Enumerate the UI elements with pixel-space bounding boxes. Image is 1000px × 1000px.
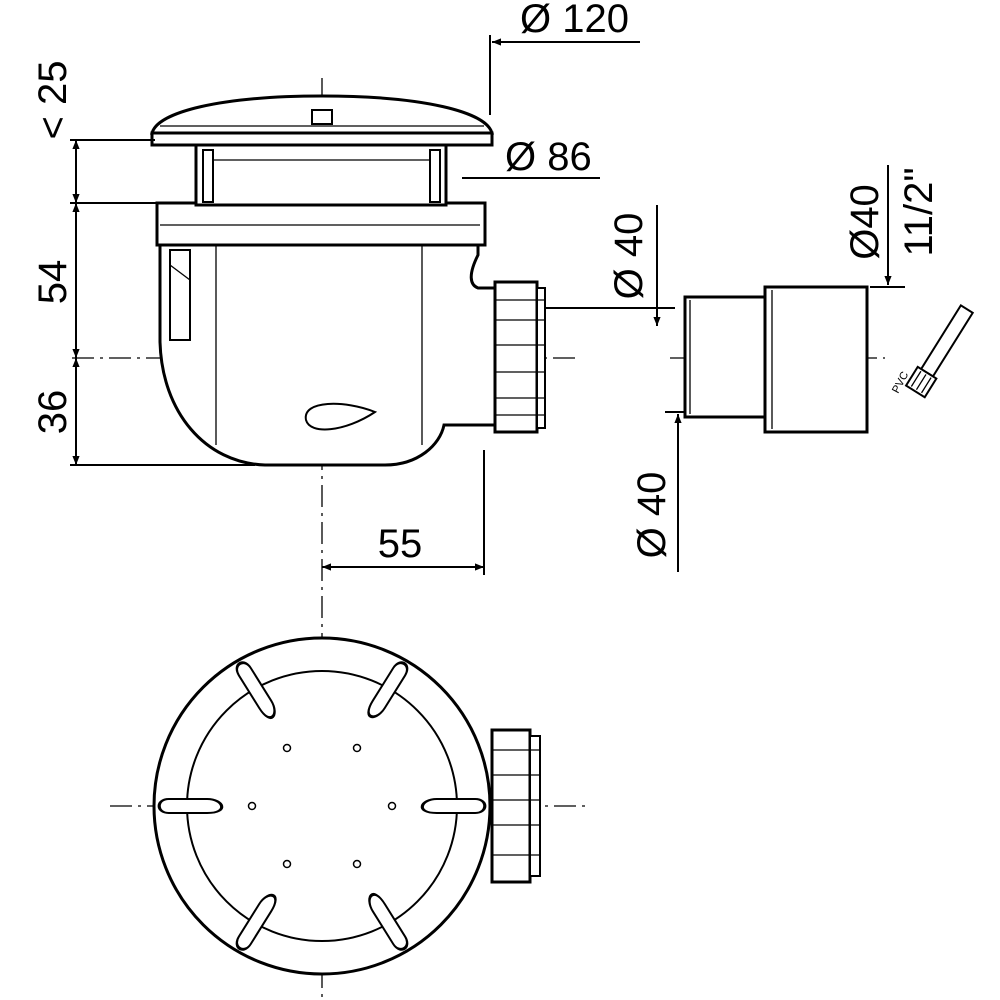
trap-bowl xyxy=(158,223,497,467)
adapter-diameter-label: Ø40 xyxy=(843,184,887,260)
mount-hole xyxy=(352,859,362,869)
riser-screw-right xyxy=(429,149,441,203)
adapter-bottom-diameter-label: Ø 40 xyxy=(630,472,674,559)
pvc-brush: PVC xyxy=(890,304,975,399)
pipe-adapter xyxy=(683,285,869,434)
dimension-labels: Ø 120 Ø 86 55 < 25 54 36 Ø 40 Ø 40 Ø40 1… xyxy=(31,0,941,566)
adapter-top-diameter-label: Ø 40 xyxy=(607,213,651,300)
outlet-nut xyxy=(493,280,539,434)
mount-hole xyxy=(247,801,257,811)
adapter-small-section xyxy=(683,295,767,419)
plan-slot-left xyxy=(157,798,224,814)
body-diameter-label: Ø 86 xyxy=(505,135,592,179)
brush-handle xyxy=(919,304,975,378)
riser-screw-left xyxy=(202,149,214,203)
plan-inner-circle xyxy=(186,670,458,942)
body-height-label: 54 xyxy=(31,260,75,305)
bristle-line xyxy=(915,374,927,391)
plan-slot-bottom-left xyxy=(235,893,277,951)
lift-height-label: < 25 xyxy=(31,61,75,140)
bristle-line xyxy=(920,377,932,394)
plan-outlet-nut-edge xyxy=(529,735,541,877)
plan-mount-holes xyxy=(247,743,397,869)
adapter-large-section xyxy=(763,285,869,434)
plan-slot-right xyxy=(420,798,487,814)
mount-hole xyxy=(282,859,292,869)
outlet-nut-edge xyxy=(536,287,546,429)
trap-side-view xyxy=(150,94,546,467)
mount-hole xyxy=(282,743,292,753)
dimension-lines xyxy=(70,35,905,575)
side-lug-detail xyxy=(169,264,191,281)
adapter-thread-label: 11/2" xyxy=(897,167,941,256)
plan-slot-top-left xyxy=(235,661,276,719)
outlet-height-label: 36 xyxy=(31,390,75,435)
plan-slots xyxy=(157,661,487,951)
trap-plan-view xyxy=(152,636,541,976)
drain-slot xyxy=(304,402,378,431)
mount-hole xyxy=(352,743,362,753)
plan-slot-top-right xyxy=(367,661,409,719)
cover-rim xyxy=(150,131,494,147)
plan-outlet-nut xyxy=(490,728,532,884)
trap-flange xyxy=(155,201,487,247)
strainer-riser xyxy=(194,143,448,207)
outlet-offset-label: 55 xyxy=(378,522,423,566)
plan-slot-bottom-right xyxy=(368,893,409,951)
mount-hole xyxy=(387,801,397,811)
bristle-line xyxy=(910,370,922,387)
side-lug xyxy=(169,249,191,341)
cover-knob xyxy=(311,109,333,125)
cover-diameter-label: Ø 120 xyxy=(520,0,629,41)
